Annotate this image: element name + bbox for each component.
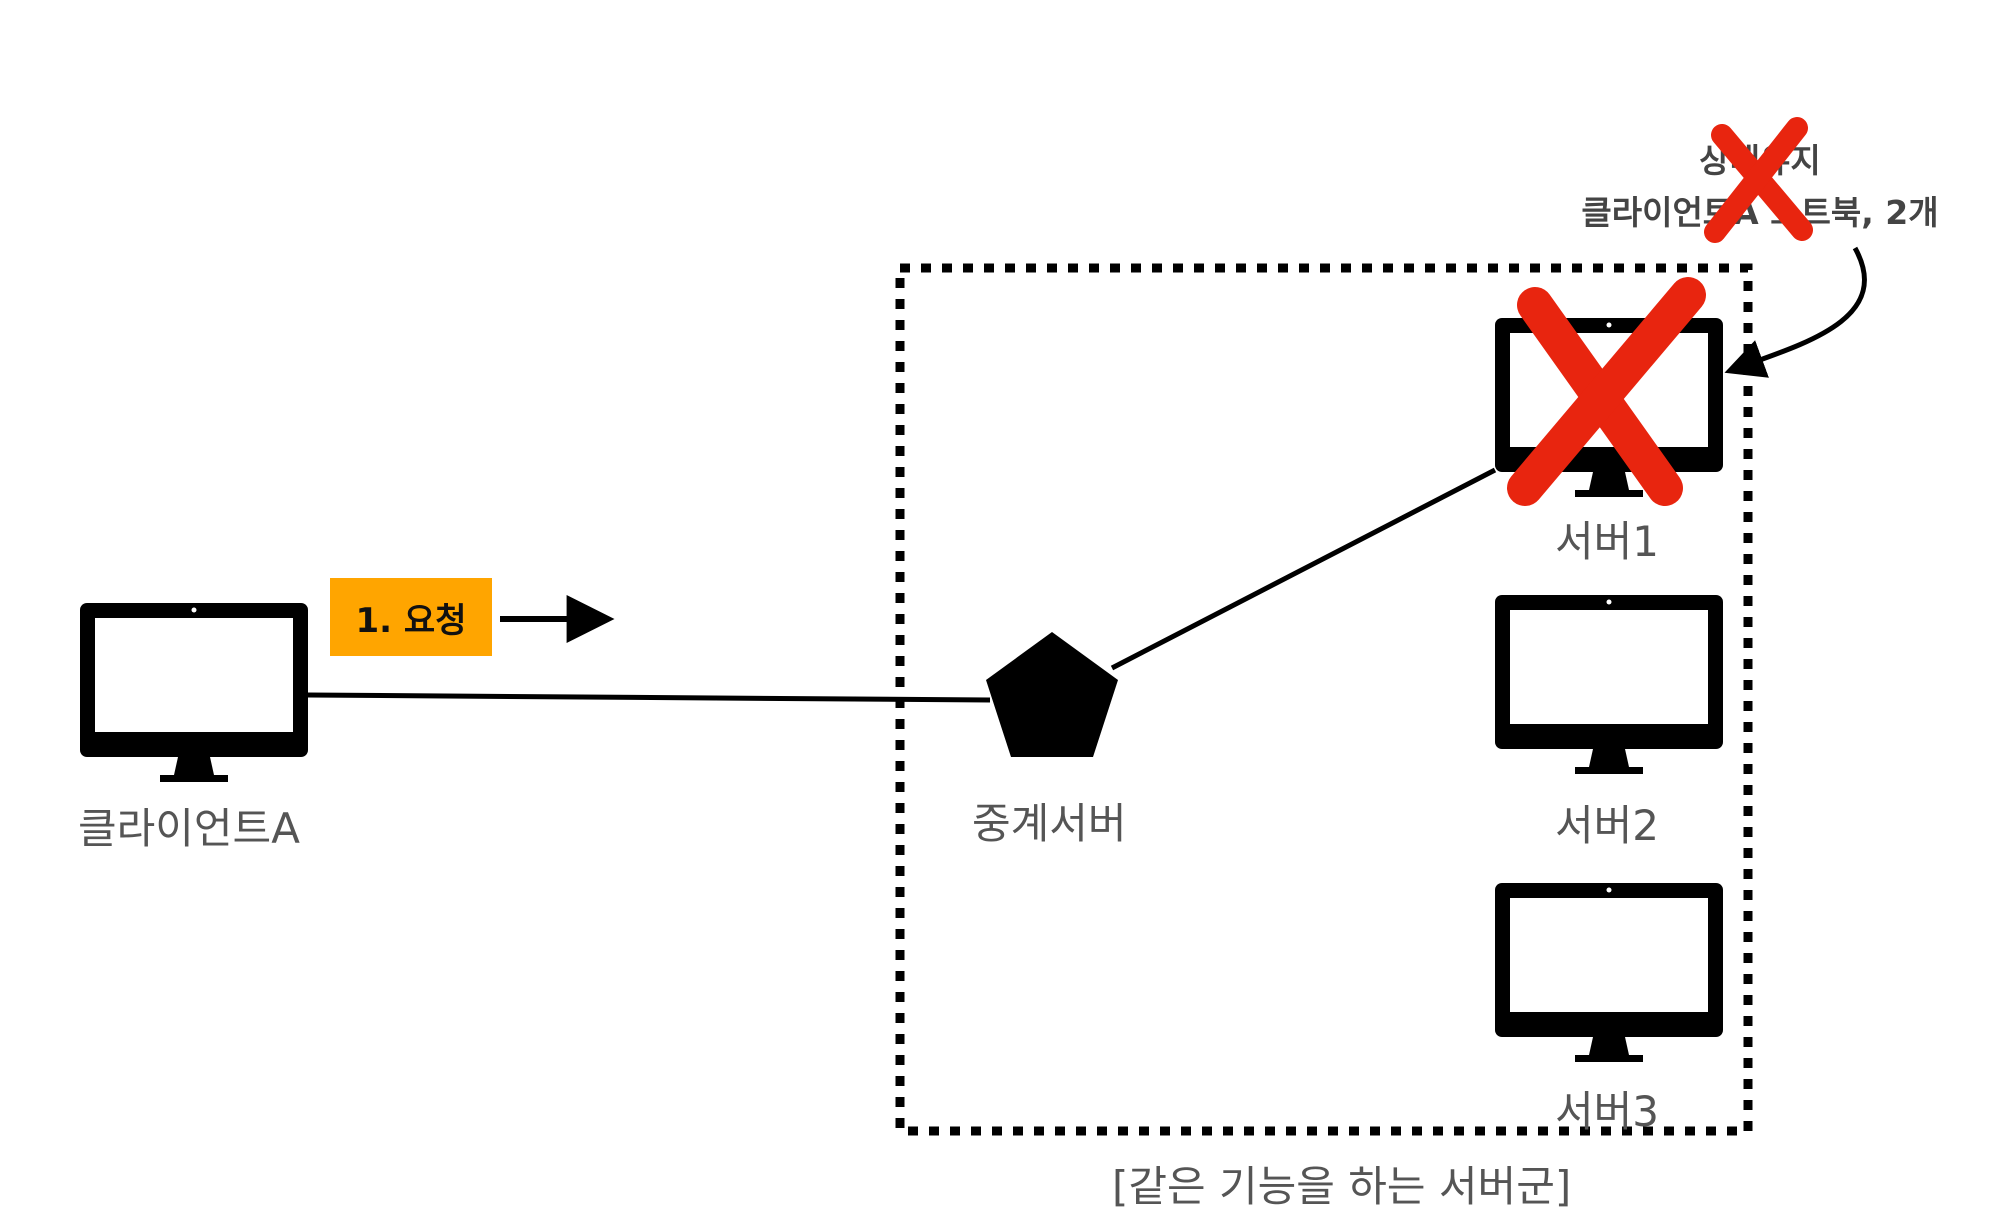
request-badge: 1. 요청 [330, 578, 492, 656]
client-proxy-line [307, 692, 991, 703]
note-arrow-icon [1724, 246, 1867, 378]
note-line2: 클라이언트A 노트북, 2개 [1581, 193, 1939, 232]
proxy-server1-line [1110, 467, 1497, 671]
server3-monitor-icon [1495, 883, 1723, 1062]
server3-label: 서버3 [1555, 1087, 1660, 1136]
proxy-pentagon-icon [986, 632, 1118, 757]
client-label: 클라이언트A [78, 804, 300, 853]
server2-label: 서버2 [1555, 801, 1660, 850]
server-group-caption: [같은 기능을 하는 서버군] [1112, 1162, 1572, 1211]
server1-cross-icon [1507, 277, 1706, 506]
client-monitor-icon [80, 603, 308, 782]
server1-label: 서버1 [1555, 517, 1660, 566]
server2-monitor-icon [1495, 595, 1723, 774]
proxy-label: 중계서버 [972, 799, 1127, 848]
note-cross-icon [1704, 117, 1813, 243]
